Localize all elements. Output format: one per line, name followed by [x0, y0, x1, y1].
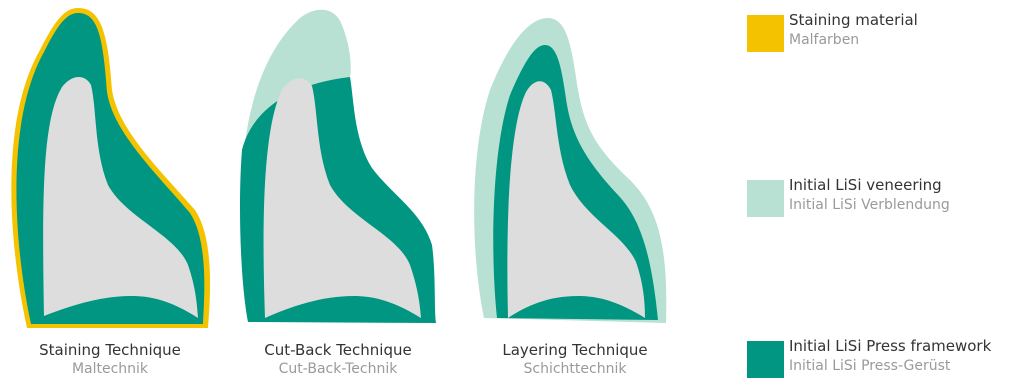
- legend-text: Initial LiSi Press framework Initial LiS…: [789, 336, 991, 376]
- caption-cutback: Cut-Back Technique Cut-Back-Technik: [238, 340, 438, 379]
- core-layer: [507, 81, 645, 318]
- core-layer: [263, 78, 421, 318]
- legend-text: Initial LiSi veneering Initial LiSi Verb…: [789, 175, 950, 215]
- tooth-staining: [11, 8, 211, 328]
- legend-swatch: [747, 15, 784, 52]
- legend-sublabel: Malfarben: [789, 32, 860, 48]
- legend-label: Staining material: [789, 11, 918, 29]
- legend-sublabel: Initial LiSi Press-Gerüst: [789, 358, 951, 374]
- tooth-cutback: [240, 9, 436, 323]
- legend-label: Initial LiSi Press framework: [789, 337, 992, 355]
- legend-label: Initial LiSi veneering: [789, 176, 942, 194]
- caption-layering: Layering Technique Schichttechnik: [475, 340, 675, 379]
- legend-sublabel: Initial LiSi Verblendung: [789, 197, 950, 213]
- legend-swatch: [747, 341, 784, 378]
- technique-name: Cut-Back Technique: [264, 341, 412, 359]
- core-layer: [43, 76, 198, 318]
- caption-staining: Staining Technique Maltechnik: [10, 340, 210, 379]
- legend-text: Staining material Malfarben: [789, 10, 918, 50]
- technique-subtitle: Maltechnik: [71, 361, 149, 377]
- technique-subtitle: Schichttechnik: [523, 361, 627, 377]
- tooth-layering: [474, 18, 667, 323]
- technique-subtitle: Cut-Back-Technik: [278, 361, 398, 377]
- legend-swatch: [747, 180, 784, 217]
- technique-name: Layering Technique: [502, 341, 648, 359]
- technique-name: Staining Technique: [39, 341, 181, 359]
